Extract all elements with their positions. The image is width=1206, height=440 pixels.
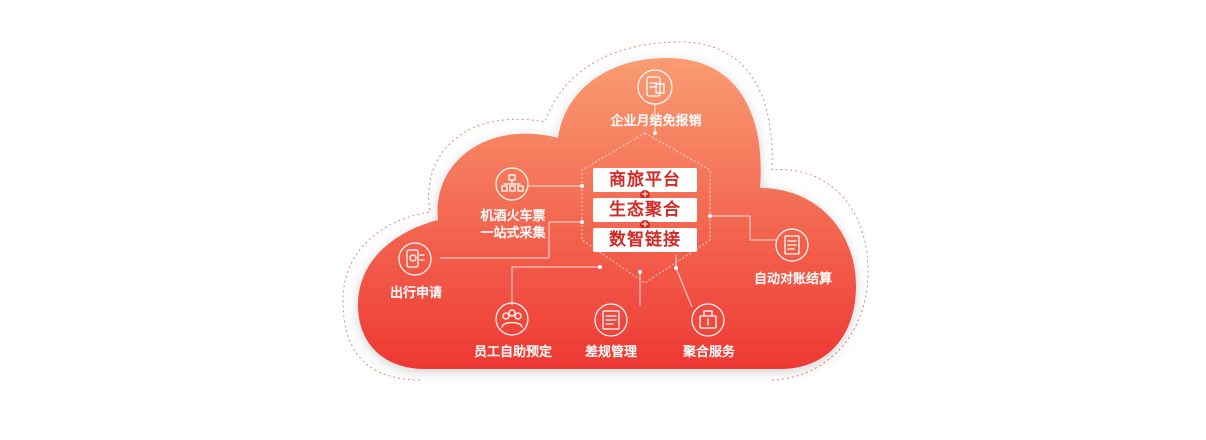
label-monthly-settlement: 企业月结免报销 <box>610 114 702 129</box>
label-reconciliation: 自动对账结算 <box>753 272 832 287</box>
cloud-outline <box>342 41 869 381</box>
plus-icon: + <box>640 220 650 230</box>
label-one-stop-line1: 机酒火车票 <box>480 209 546 224</box>
label-compliance: 差规管理 <box>584 345 637 360</box>
label-self-booking: 员工自助预定 <box>473 345 552 360</box>
plus-icon: + <box>640 190 650 200</box>
label-aggregation: 聚合服务 <box>682 345 735 360</box>
invoice-phone-icon <box>637 69 673 105</box>
label-one-stop: 机酒火车票 一站式采集 <box>472 208 554 242</box>
employee-group-icon <box>495 302 529 336</box>
ledger-icon <box>775 228 809 262</box>
org-chart-icon <box>495 167 529 201</box>
core-business-travel: 商旅平台 <box>593 168 697 192</box>
core-ecosystem: 生态聚合 <box>593 198 697 222</box>
mobile-approval-icon <box>398 242 432 276</box>
core-digital-link: 数智链接 <box>593 228 697 252</box>
document-rules-icon <box>594 303 628 337</box>
label-travel-request: 出行申请 <box>389 286 442 301</box>
service-bag-icon <box>691 303 725 337</box>
label-one-stop-line2: 一站式采集 <box>480 226 546 241</box>
